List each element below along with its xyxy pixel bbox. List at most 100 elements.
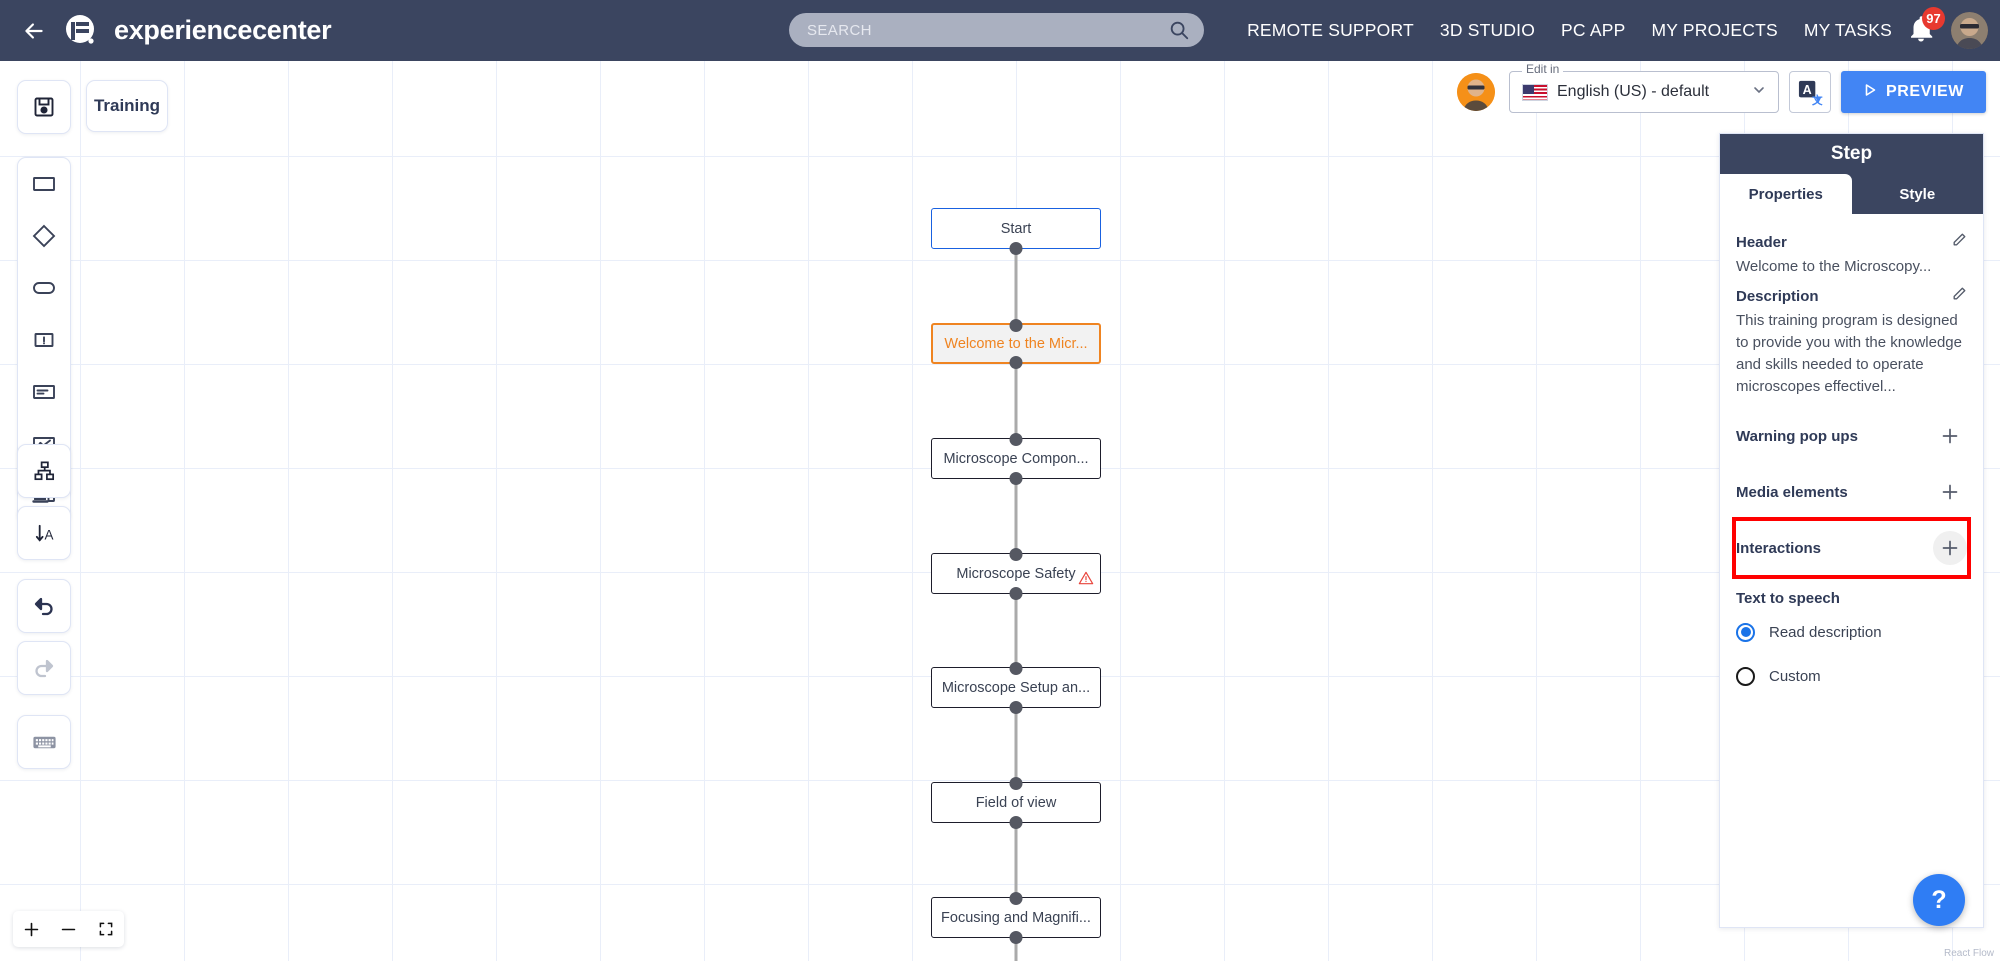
- description-field-value: This training program is designed to pro…: [1736, 312, 1962, 396]
- us-flag-icon: [1522, 83, 1548, 101]
- description-field-row: Description: [1736, 286, 1967, 307]
- preview-button[interactable]: PREVIEW: [1841, 71, 1986, 113]
- flow-node-field-of-view[interactable]: Field of view: [931, 776, 1101, 829]
- rounded-shape-icon[interactable]: [18, 262, 70, 314]
- flow-node-welcome[interactable]: Welcome to the Micr...: [931, 318, 1101, 369]
- flow-node-label: Microscope Setup an...: [941, 679, 1091, 696]
- warning-shape-icon[interactable]: [18, 314, 70, 366]
- auto-layout-toolbar: [17, 444, 71, 498]
- fit-view-button[interactable]: [87, 911, 124, 947]
- nav-link-3d-studio[interactable]: 3D STUDIO: [1439, 20, 1536, 40]
- redo-toolbar: [17, 641, 71, 695]
- flow-node-label: Microscope Safety: [956, 565, 1076, 582]
- sort-alpha-icon[interactable]: A: [18, 507, 70, 559]
- node-handle-bottom[interactable]: [1009, 930, 1023, 944]
- flow-node-label: Field of view: [975, 794, 1057, 811]
- text-block-shape-icon[interactable]: [18, 366, 70, 418]
- brand-logo-icon[interactable]: [62, 12, 100, 50]
- rectangle-shape-icon[interactable]: [18, 158, 70, 210]
- add-media-element-button[interactable]: [1933, 475, 1967, 509]
- edge-connector: [1014, 708, 1018, 782]
- diamond-shape-icon[interactable]: [18, 210, 70, 262]
- flow-node-start[interactable]: Start: [931, 208, 1101, 255]
- react-flow-attribution[interactable]: React Flow: [1943, 948, 1994, 959]
- tab-properties[interactable]: Properties: [1720, 174, 1852, 214]
- training-tab[interactable]: Training: [86, 80, 168, 132]
- node-handle-top[interactable]: [1009, 318, 1023, 332]
- text-to-speech-label: Text to speech: [1736, 590, 1840, 608]
- nav-link-my-projects[interactable]: MY PROJECTS: [1651, 20, 1778, 40]
- section-warning-popups[interactable]: Warning pop ups: [1736, 408, 1967, 464]
- user-avatar[interactable]: [1951, 12, 1988, 49]
- collaborator-avatar[interactable]: [1457, 73, 1495, 111]
- tts-option-read-description[interactable]: Read description: [1736, 613, 1967, 651]
- help-button[interactable]: ?: [1913, 874, 1965, 926]
- redo-icon[interactable]: [18, 642, 70, 694]
- language-select[interactable]: Edit in English (US) - default: [1509, 62, 1779, 113]
- node-handle-top[interactable]: [1009, 547, 1023, 561]
- flow-node-focusing-magnification[interactable]: Focusing and Magnifi...: [931, 891, 1101, 944]
- node-handle-bottom[interactable]: [1009, 241, 1023, 255]
- notifications-button[interactable]: 97: [1906, 7, 1945, 46]
- primary-nav: REMOTE SUPPORT 3D STUDIO PC APP MY PROJE…: [1247, 0, 1892, 61]
- nav-link-remote-support[interactable]: REMOTE SUPPORT: [1247, 20, 1414, 40]
- section-media-elements[interactable]: Media elements: [1736, 464, 1967, 520]
- node-handle-bottom[interactable]: [1009, 815, 1023, 829]
- chevron-down-icon[interactable]: [1752, 83, 1766, 102]
- question-mark-icon: ?: [1931, 885, 1947, 914]
- tab-style[interactable]: Style: [1899, 185, 1936, 203]
- node-handle-top[interactable]: [1009, 432, 1023, 446]
- flow-node-label: Start: [1000, 220, 1032, 237]
- edge-connector: [1014, 249, 1018, 323]
- flow-node-label: Microscope Compon...: [943, 450, 1089, 467]
- zoom-out-button[interactable]: [50, 911, 87, 947]
- node-handle-bottom[interactable]: [1009, 355, 1023, 369]
- warning-triangle-icon[interactable]: [1078, 570, 1094, 590]
- flow-node-microscope-setup[interactable]: Microscope Setup an...: [931, 661, 1101, 714]
- node-handle-bottom[interactable]: [1009, 471, 1023, 485]
- node-handle-bottom[interactable]: [1009, 700, 1023, 714]
- section-interactions[interactable]: Interactions: [1732, 517, 1971, 580]
- undo-icon[interactable]: [18, 580, 70, 632]
- search-input[interactable]: [789, 21, 1162, 39]
- node-handle-top[interactable]: [1009, 891, 1023, 905]
- node-handle-bottom[interactable]: [1009, 586, 1023, 600]
- search-icon[interactable]: [1162, 19, 1196, 41]
- panel-body: Header Welcome to the Microscopy... Desc…: [1720, 214, 1983, 927]
- save-toolbar: [17, 80, 71, 134]
- nav-link-pc-app[interactable]: PC APP: [1561, 20, 1626, 40]
- pencil-icon[interactable]: [1951, 286, 1967, 307]
- edit-toolbar: Edit in English (US) - default A 文 PREVI…: [1457, 62, 1986, 113]
- keyboard-toolbar: [17, 715, 71, 769]
- flow-node-microscope-safety[interactable]: Microscope Safety: [931, 547, 1101, 600]
- keyboard-icon[interactable]: [18, 716, 70, 768]
- edge-connector: [1014, 823, 1018, 897]
- add-warning-popup-button[interactable]: [1933, 419, 1967, 453]
- tts-option-custom[interactable]: Custom: [1736, 657, 1967, 695]
- translate-button[interactable]: A 文: [1789, 71, 1831, 113]
- save-disk-icon[interactable]: [18, 81, 70, 133]
- zoom-in-button[interactable]: [13, 911, 50, 947]
- flow-node-label: Focusing and Magnifi...: [941, 909, 1091, 926]
- preview-label: PREVIEW: [1886, 83, 1964, 100]
- radio-button-selected[interactable]: [1736, 622, 1755, 642]
- flow-node-label: Welcome to the Micr...: [944, 335, 1088, 352]
- hierarchy-layout-icon[interactable]: [18, 445, 70, 497]
- flow-canvas[interactable]: Start Welcome to the Micr... Microscope …: [0, 61, 2000, 961]
- pencil-icon[interactable]: [1951, 232, 1967, 253]
- top-navbar: experiencecenter REMOTE SUPPORT 3D STUDI…: [0, 0, 2000, 61]
- back-arrow-icon[interactable]: [12, 9, 56, 53]
- add-interaction-button[interactable]: [1933, 531, 1967, 566]
- header-field-value: Welcome to the Microscopy...: [1736, 258, 1932, 275]
- section-label: Warning pop ups: [1736, 427, 1858, 445]
- panel-title: Step: [1720, 134, 1983, 174]
- language-value: English (US) - default: [1557, 83, 1710, 100]
- node-handle-top[interactable]: [1009, 661, 1023, 675]
- radio-button[interactable]: [1736, 666, 1755, 686]
- flow-node-microscope-components[interactable]: Microscope Compon...: [931, 432, 1101, 485]
- svg-text:A: A: [1802, 82, 1811, 96]
- node-handle-top[interactable]: [1009, 776, 1023, 790]
- nav-link-my-tasks[interactable]: MY TASKS: [1803, 20, 1892, 40]
- properties-panel: Step Properties Style Header Welcome to …: [1719, 133, 1984, 928]
- search-box[interactable]: [789, 13, 1204, 47]
